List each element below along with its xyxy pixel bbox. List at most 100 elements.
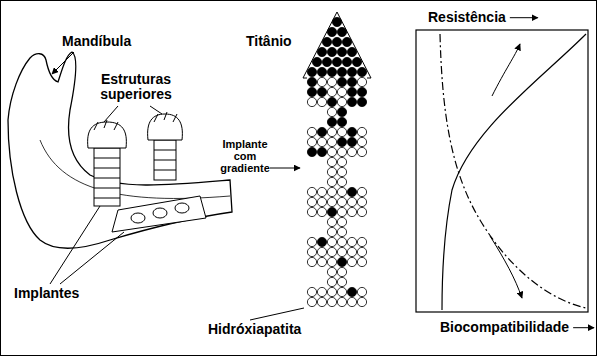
part-label: Biocompatibilidade <box>440 320 569 335</box>
implant-layer <box>307 287 367 297</box>
material-grain <box>337 107 346 116</box>
material-grain <box>337 277 346 286</box>
material-grain <box>327 227 336 236</box>
material-grain <box>337 47 346 56</box>
biocompatibility-curve <box>440 34 586 308</box>
material-grain <box>337 217 346 226</box>
screw-implant <box>148 112 183 180</box>
leader-line <box>250 308 304 320</box>
material-grain <box>342 57 351 66</box>
part-label: Estruturas superiores <box>86 72 186 103</box>
material-grain <box>327 47 336 56</box>
material-grain <box>337 147 346 156</box>
implant-layer <box>327 167 347 177</box>
material-grain <box>347 47 356 56</box>
material-grain <box>327 237 336 246</box>
part-label: Resistência <box>428 10 506 25</box>
material-grain <box>317 147 326 156</box>
implant-layer <box>307 187 367 197</box>
material-grain <box>347 147 356 156</box>
material-grain <box>337 97 346 106</box>
implant-layer <box>307 207 367 217</box>
material-grain <box>347 207 356 216</box>
leader-line <box>150 106 162 114</box>
material-grain <box>337 297 346 306</box>
material-grain <box>357 187 366 196</box>
implant-layer <box>327 267 347 277</box>
titanium-tip <box>303 12 371 78</box>
material-grain <box>337 127 346 136</box>
nerve-canal <box>40 140 230 198</box>
implant-layer <box>307 97 367 107</box>
material-grain <box>337 177 346 186</box>
implant-layer <box>327 117 347 127</box>
material-grain <box>307 287 316 296</box>
material-grain <box>357 77 366 86</box>
material-grain <box>307 207 316 216</box>
material-grain <box>357 247 366 256</box>
material-grain <box>347 87 356 96</box>
material-grain <box>317 297 326 306</box>
material-grain <box>317 77 326 86</box>
material-grain <box>317 97 326 106</box>
material-grain <box>357 137 366 146</box>
material-grain <box>327 247 336 256</box>
material-grain <box>327 147 336 156</box>
material-grain <box>307 147 316 156</box>
material-grain <box>337 287 346 296</box>
material-grain <box>327 137 336 146</box>
gradient-implant <box>303 12 371 307</box>
implant-layer <box>327 157 347 167</box>
implant-layer <box>327 177 347 187</box>
material-grain <box>327 187 336 196</box>
material-grain <box>352 57 361 66</box>
material-grain <box>307 197 316 206</box>
implant-layer <box>307 127 367 137</box>
material-grain <box>327 257 336 266</box>
implant-layer <box>327 217 347 227</box>
material-grain <box>337 167 346 176</box>
material-grain <box>327 157 336 166</box>
material-grain <box>347 287 356 296</box>
material-grain <box>347 97 356 106</box>
material-grain <box>317 127 326 136</box>
material-grain <box>337 67 346 76</box>
material-grain <box>337 207 346 216</box>
implant-layer <box>307 257 367 267</box>
material-grain <box>317 47 326 56</box>
material-grain <box>332 37 341 46</box>
implant-layer <box>307 297 367 307</box>
implant-layer <box>307 247 367 257</box>
material-grain <box>337 267 346 276</box>
implant-layer <box>327 277 347 287</box>
implant-layer <box>327 107 347 117</box>
leader-arrow <box>270 168 300 169</box>
material-grain <box>332 17 341 26</box>
material-grain <box>337 187 346 196</box>
material-grain <box>327 87 336 96</box>
material-grain <box>307 247 316 256</box>
material-grain <box>332 57 341 66</box>
material-grain <box>317 247 326 256</box>
material-grain <box>347 237 356 246</box>
part-label: Mandíbula <box>62 34 131 49</box>
material-grain <box>357 97 366 106</box>
material-grain <box>337 117 346 126</box>
material-grain <box>347 127 356 136</box>
material-grain <box>327 177 336 186</box>
material-grain <box>347 187 356 196</box>
chart-frame <box>416 30 588 312</box>
material-grain <box>327 97 336 106</box>
material-grain <box>327 127 336 136</box>
material-grain <box>357 297 366 306</box>
material-grain <box>307 97 316 106</box>
material-grain <box>327 217 336 226</box>
material-grain <box>357 257 366 266</box>
material-grain <box>307 237 316 246</box>
material-grain <box>322 37 331 46</box>
material-grain <box>347 257 356 266</box>
material-grain <box>337 237 346 246</box>
material-grain <box>327 77 336 86</box>
material-grain <box>317 287 326 296</box>
material-grain <box>307 77 316 86</box>
